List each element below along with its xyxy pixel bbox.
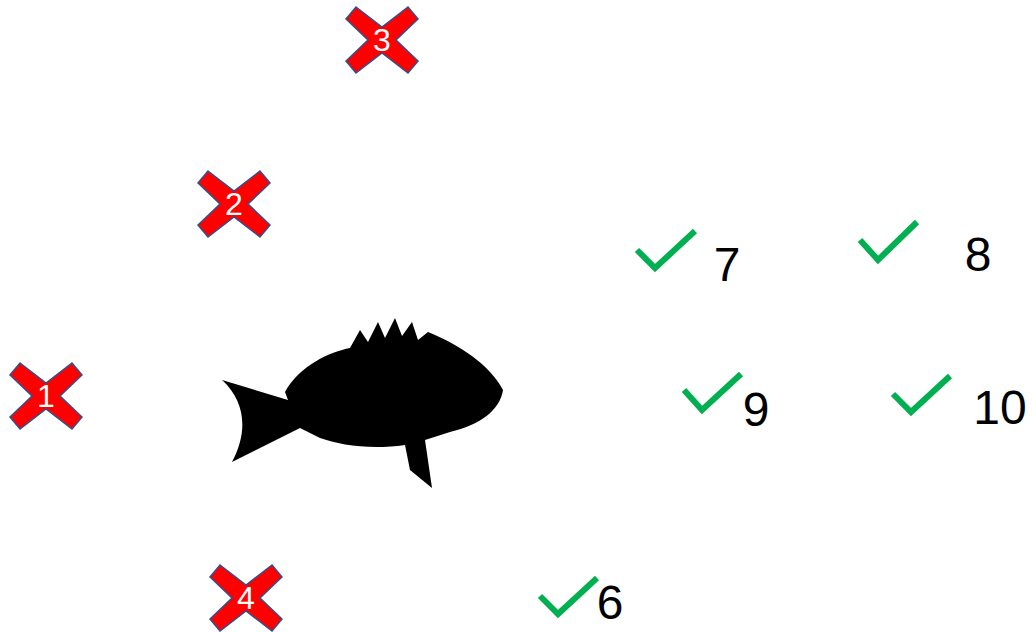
callout-number: 7 xyxy=(714,241,741,289)
check-mark xyxy=(540,578,597,614)
callout-number: 9 xyxy=(743,386,770,434)
check-mark xyxy=(893,376,950,412)
cross-mark: 3 xyxy=(344,5,420,75)
callout-number: 4 xyxy=(208,563,284,632)
cross-mark: 4 xyxy=(208,563,284,632)
callout-number: 6 xyxy=(597,579,624,627)
callout-number: 8 xyxy=(965,231,992,279)
fish-silhouette xyxy=(222,318,503,488)
callout-number: 2 xyxy=(196,169,272,239)
cross-mark: 2 xyxy=(196,169,272,239)
callout-number: 3 xyxy=(344,5,420,75)
check-mark xyxy=(684,374,741,410)
callout-number: 1 xyxy=(8,361,84,431)
check-mark xyxy=(860,222,917,260)
cross-mark: 1 xyxy=(8,361,84,431)
callout-number: 10 xyxy=(973,384,1026,432)
check-mark xyxy=(637,231,695,268)
